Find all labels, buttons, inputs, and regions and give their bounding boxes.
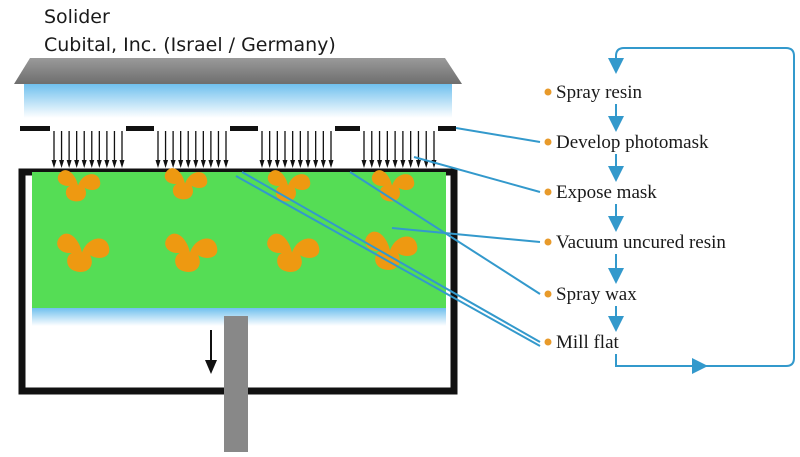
process-loop bbox=[608, 47, 795, 374]
uv-ray-head bbox=[313, 160, 319, 168]
uv-ray-head bbox=[369, 160, 375, 168]
leader-line bbox=[235, 175, 541, 347]
leader-line bbox=[349, 171, 541, 295]
uv-ray-head bbox=[320, 160, 326, 168]
mask-window bbox=[360, 126, 438, 131]
uv-ray-head bbox=[66, 160, 72, 168]
uv-ray-head bbox=[361, 160, 367, 168]
uv-rays bbox=[51, 131, 437, 168]
leader-lines bbox=[235, 127, 541, 347]
uv-ray-head bbox=[119, 160, 125, 168]
uv-ray-head bbox=[193, 160, 199, 168]
uv-ray-head bbox=[215, 160, 221, 168]
diagram-title: Solider bbox=[44, 6, 110, 28]
uv-ray-head bbox=[328, 160, 334, 168]
uv-ray-head bbox=[163, 160, 169, 168]
uv-ray-head bbox=[200, 160, 206, 168]
uv-ray-head bbox=[223, 160, 229, 168]
uv-ray-head bbox=[305, 160, 311, 168]
diagram-subtitle: Cubital, Inc. (Israel / Germany) bbox=[44, 34, 336, 56]
leader-line bbox=[413, 156, 541, 193]
step-label: Mill flat bbox=[556, 332, 620, 353]
uv-ray-head bbox=[423, 160, 429, 168]
lamp-housing bbox=[14, 58, 462, 84]
uv-ray-head bbox=[400, 160, 406, 168]
uv-ray-head bbox=[170, 160, 176, 168]
step-bullet bbox=[544, 238, 552, 246]
uv-ray-head bbox=[111, 160, 117, 168]
uv-ray-head bbox=[51, 160, 57, 168]
uv-ray-head bbox=[178, 160, 184, 168]
lamp-glow bbox=[24, 84, 452, 118]
uv-ray-head bbox=[282, 160, 288, 168]
uv-ray-head bbox=[259, 160, 265, 168]
uv-ray-head bbox=[408, 160, 414, 168]
mask-windows bbox=[50, 126, 438, 131]
uv-ray-head bbox=[290, 160, 296, 168]
uv-ray-head bbox=[89, 160, 95, 168]
uv-ray-head bbox=[59, 160, 65, 168]
mask-window bbox=[154, 126, 230, 131]
step-bullet bbox=[544, 88, 552, 96]
leader-line bbox=[391, 227, 541, 243]
uv-ray-head bbox=[208, 160, 214, 168]
step-label: Spray resin bbox=[556, 82, 643, 103]
step-label: Spray wax bbox=[556, 284, 637, 305]
step-label: Develop photomask bbox=[556, 132, 709, 153]
down-arrow bbox=[205, 330, 217, 374]
step-label: Vacuum uncured resin bbox=[556, 232, 726, 253]
uv-ray-head bbox=[384, 160, 390, 168]
uv-ray-head bbox=[297, 160, 303, 168]
uv-ray-head bbox=[74, 160, 80, 168]
uv-ray-head bbox=[96, 160, 102, 168]
step-bullet bbox=[544, 138, 552, 146]
build-chamber bbox=[18, 168, 458, 395]
loop-return-line bbox=[608, 47, 795, 367]
uv-ray-head bbox=[104, 160, 110, 168]
step-label: Expose mask bbox=[556, 182, 657, 203]
loop-arrow-bottom bbox=[615, 354, 708, 374]
uv-lamp bbox=[14, 58, 462, 118]
step-bullet bbox=[544, 338, 552, 346]
support-piston bbox=[224, 316, 248, 452]
uv-ray-head bbox=[392, 160, 398, 168]
leader-line bbox=[455, 127, 541, 143]
uv-ray-head bbox=[81, 160, 87, 168]
uv-ray-head bbox=[415, 160, 421, 168]
step-bullet bbox=[544, 188, 552, 196]
uv-ray-head bbox=[274, 160, 280, 168]
mask-window bbox=[258, 126, 335, 131]
uv-ray-head bbox=[155, 160, 161, 168]
step-bullet bbox=[544, 290, 552, 298]
uv-ray-head bbox=[185, 160, 191, 168]
mask-window bbox=[50, 126, 126, 131]
uv-ray-head bbox=[267, 160, 273, 168]
uv-ray-head bbox=[377, 160, 383, 168]
leader-line bbox=[241, 171, 541, 343]
photomask-plate bbox=[20, 126, 456, 131]
